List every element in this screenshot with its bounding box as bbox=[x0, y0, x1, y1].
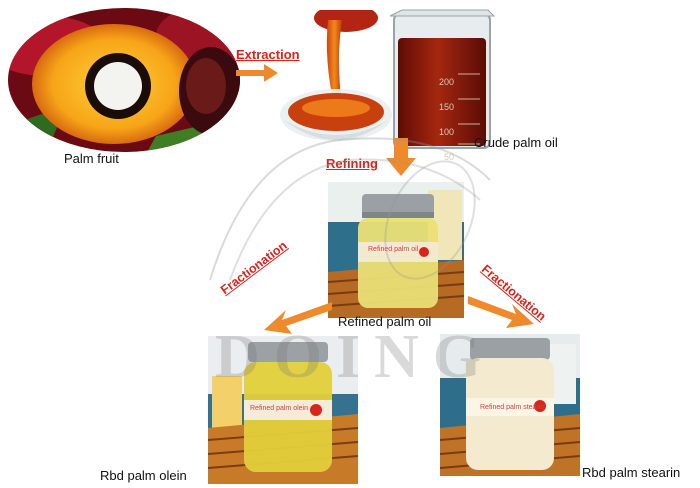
refining-arrow bbox=[386, 138, 416, 176]
beaker-tick: 50 bbox=[443, 152, 454, 162]
swirl-watermark bbox=[209, 137, 491, 281]
refining-label: Refining bbox=[326, 156, 378, 171]
beaker-tick: 100 bbox=[438, 127, 454, 137]
rbd-palm-olein-image bbox=[208, 336, 358, 484]
stearin-jar-label: Refined palm stearin bbox=[480, 404, 545, 411]
refined-palm-oil-caption: Refined palm oil bbox=[338, 314, 432, 329]
rbd-palm-olein-caption: Rbd palm olein bbox=[100, 468, 187, 483]
fractionation-right-arrow bbox=[468, 296, 534, 328]
crude-palm-oil-caption: Crude palm oil bbox=[474, 135, 558, 150]
crude-oil-beaker-image bbox=[389, 9, 496, 149]
palm-fruit-caption: Palm fruit bbox=[64, 151, 119, 166]
watermark-text: DOING bbox=[215, 323, 496, 391]
extraction-arrow bbox=[236, 64, 278, 82]
refined-palm-oil-image bbox=[328, 182, 464, 318]
fractionation-left-arrow bbox=[264, 302, 332, 334]
beaker-scale: 200 150 100 50 bbox=[434, 70, 454, 170]
palm-fruit-image bbox=[8, 8, 240, 152]
olein-jar-label: Refined palm olein bbox=[250, 405, 308, 412]
beaker-tick: 150 bbox=[438, 102, 454, 112]
refined-jar-label: Refined palm oil bbox=[368, 246, 419, 253]
extraction-label: Extraction bbox=[236, 47, 300, 62]
rbd-palm-stearin-caption: Rbd palm stearin bbox=[582, 465, 681, 480]
oil-bowl-image bbox=[280, 10, 392, 141]
beaker-tick: 200 bbox=[438, 77, 454, 87]
rbd-palm-stearin-image bbox=[440, 334, 580, 476]
